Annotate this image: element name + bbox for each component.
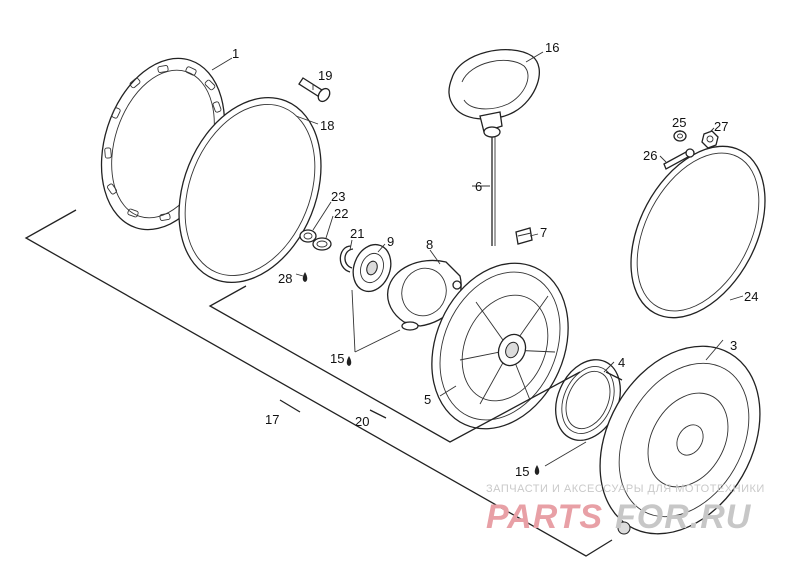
part-7-block — [515, 227, 533, 245]
grease-drop-15a — [346, 356, 352, 366]
part-5-rope-pulley — [431, 262, 569, 430]
callout-23: 23 — [331, 189, 345, 204]
part-4-spring — [555, 359, 623, 441]
part-25-washer — [673, 130, 687, 142]
callout-5: 5 — [424, 392, 431, 407]
callout-27: 27 — [714, 119, 728, 134]
bracket-17 — [24, 209, 613, 557]
callout-1: 1 — [232, 46, 239, 61]
callout-18: 18 — [320, 118, 334, 133]
part-9-pulley — [352, 243, 392, 293]
callout-19: 19 — [318, 68, 332, 83]
callout-24: 24 — [744, 289, 758, 304]
callout-28: 28 — [278, 271, 292, 286]
callout-26: 26 — [643, 148, 657, 163]
part-23-washer — [299, 229, 317, 243]
callout-25: 25 — [672, 115, 686, 130]
callout-21: 21 — [350, 226, 364, 241]
part-19-bolt — [298, 77, 331, 103]
leader-lines — [211, 51, 744, 467]
part-8-pawl-plate — [386, 259, 462, 331]
callout-labels: 1 3 4 5 6 7 8 9 15 15 16 17 18 19 20 21 … — [232, 40, 758, 479]
part-16-starter-handle — [448, 49, 540, 138]
watermark-brand-right: FOR.RU — [615, 498, 752, 536]
part-26-screw — [663, 148, 695, 170]
callout-8: 8 — [426, 237, 433, 252]
part-22-spring-washer — [312, 237, 332, 251]
watermark: ЗАПЧАСТИ И АКСЕССУАРЫ ДЛЯ МОТОТЕХНИКИ PA… — [486, 483, 765, 536]
callout-4: 4 — [618, 355, 625, 370]
callout-6: 6 — [475, 179, 482, 194]
callout-16: 16 — [545, 40, 559, 55]
part-18-ring — [178, 96, 322, 284]
callout-17: 17 — [265, 412, 279, 427]
callout-7: 7 — [540, 225, 547, 240]
callout-20: 20 — [355, 414, 369, 429]
callout-9: 9 — [387, 234, 394, 249]
part-3-housing-cover — [599, 345, 761, 535]
part-24-clamp-band — [630, 145, 766, 319]
bracket-20 — [208, 285, 581, 443]
callout-15a: 15 — [330, 351, 344, 366]
callout-15b: 15 — [515, 464, 529, 479]
grease-drop-15b — [534, 465, 540, 475]
part-6-cord — [491, 137, 496, 246]
callout-3: 3 — [730, 338, 737, 353]
callout-22: 22 — [334, 206, 348, 221]
part-27-nut — [701, 130, 719, 149]
watermark-tagline: ЗАПЧАСТИ И АКСЕССУАРЫ ДЛЯ МОТОТЕХНИКИ — [486, 483, 765, 495]
part-21-clip — [339, 245, 354, 273]
watermark-brand-left: PARTS — [486, 498, 603, 536]
part-28-grease-drop — [302, 272, 308, 282]
